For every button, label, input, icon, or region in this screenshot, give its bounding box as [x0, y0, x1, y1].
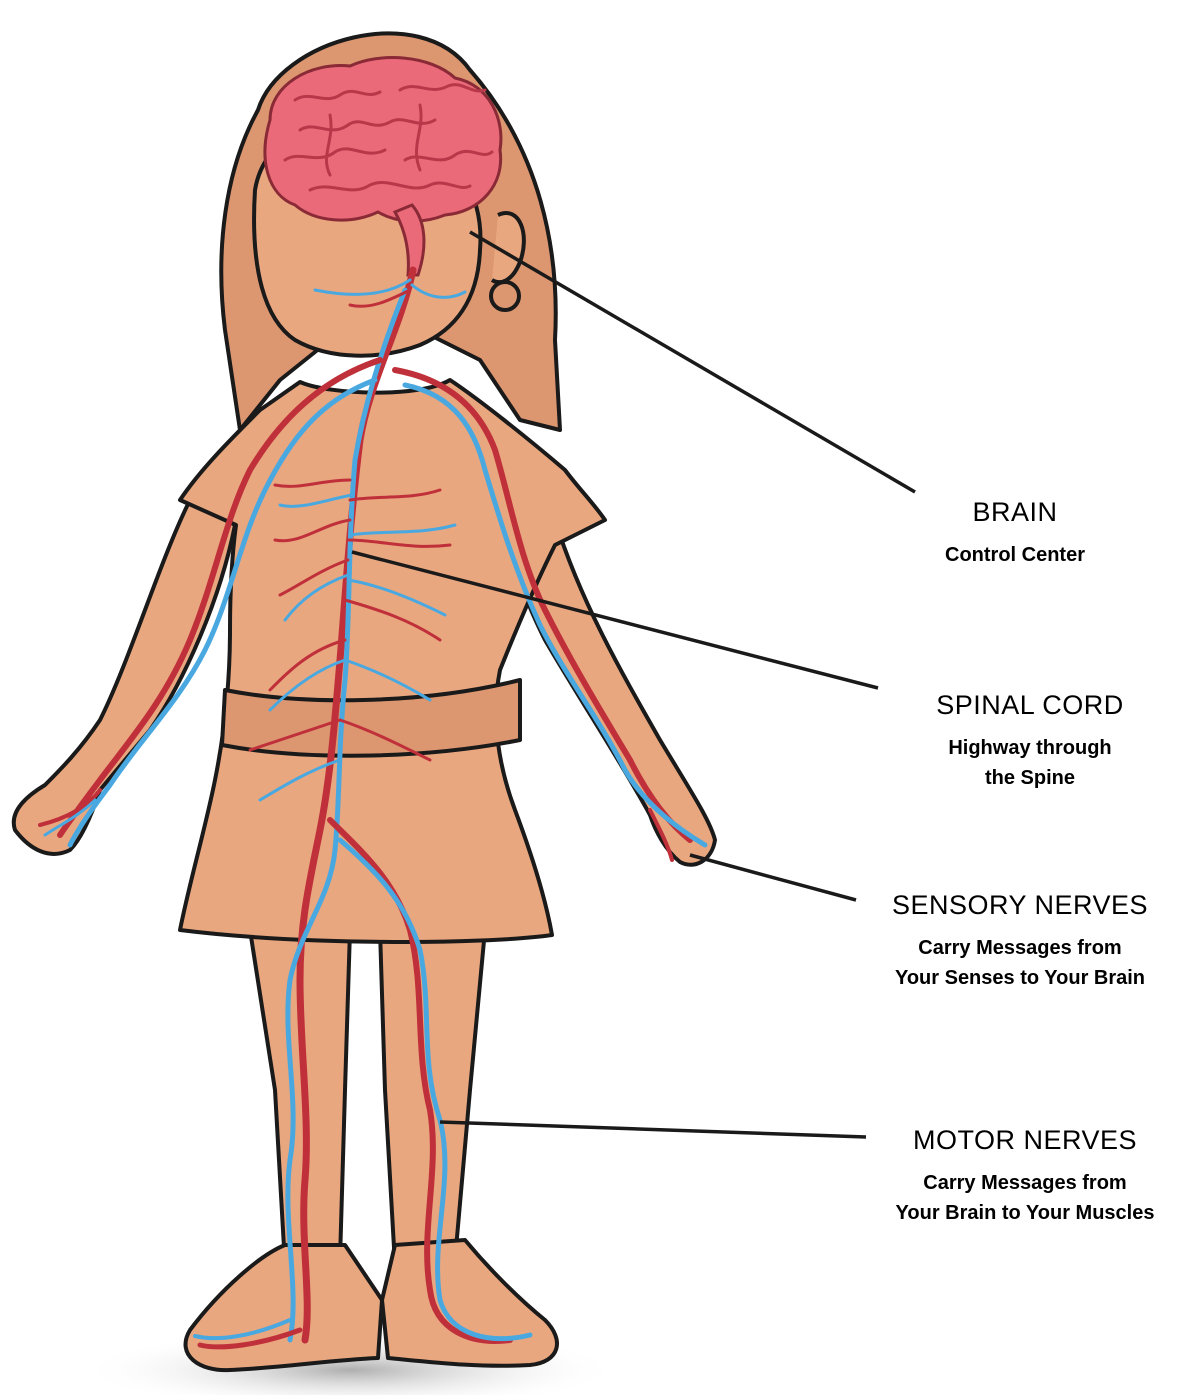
sensory-nerves-description: Carry Messages from Your Senses to Your …	[860, 933, 1180, 993]
brain-label: BRAIN Control Center	[910, 497, 1120, 570]
right-shoe	[382, 1240, 557, 1366]
brain-title: BRAIN	[910, 497, 1120, 528]
left-arm	[14, 500, 235, 854]
spinal-cord-label: SPINAL CORD Highway through the Spine	[880, 690, 1180, 793]
sensory-nerves-label: SENSORY NERVES Carry Messages from Your …	[860, 890, 1180, 993]
spinal-cord-description: Highway through the Spine	[880, 733, 1180, 793]
sensory-nerves-title: SENSORY NERVES	[860, 890, 1180, 921]
motor-nerves-label: MOTOR NERVES Carry Messages from Your Br…	[860, 1125, 1190, 1228]
dress	[180, 380, 605, 942]
brain-description: Control Center	[910, 540, 1120, 570]
motor-nerves-description: Carry Messages from Your Brain to Your M…	[860, 1168, 1190, 1228]
child-body	[14, 33, 715, 1370]
left-shoe	[186, 1245, 382, 1370]
sensory-leader-line	[690, 855, 856, 900]
motor-leader-line	[440, 1122, 866, 1137]
motor-nerves-title: MOTOR NERVES	[860, 1125, 1190, 1156]
spinal-cord-title: SPINAL CORD	[880, 690, 1180, 721]
